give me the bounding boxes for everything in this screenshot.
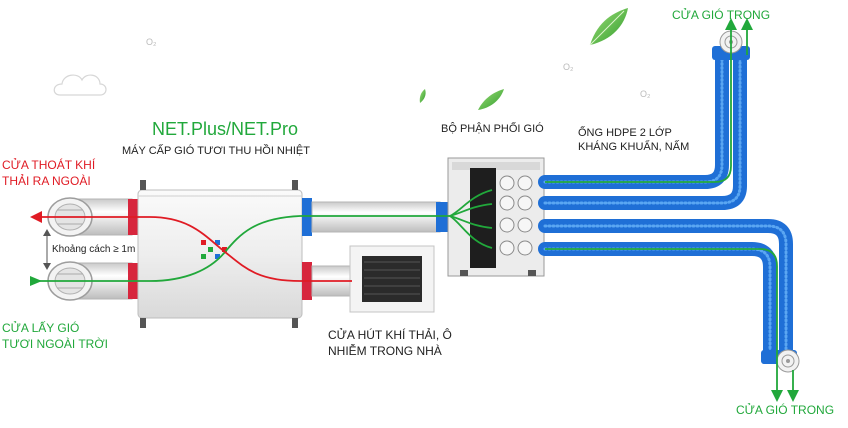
distribution-box bbox=[447, 157, 545, 277]
exhaust-outlet-label: CỬA THOÁT KHÍ THẢI RA NGOÀI bbox=[2, 158, 96, 188]
o2-mark: O₂ bbox=[640, 89, 651, 99]
leaf-icon bbox=[589, 8, 628, 46]
heat-exchanger-icon bbox=[201, 240, 227, 259]
diffuser-bottom-icon bbox=[761, 349, 800, 373]
product-subtitle: MÁY CẤP GIÓ TƯƠI THU HỒI NHIỆT bbox=[122, 145, 310, 157]
hdpe-pipes bbox=[538, 48, 793, 362]
leaf-icon bbox=[478, 89, 504, 110]
cloud-icon bbox=[53, 74, 107, 96]
room-outlet-bottom-label: CỬA GIÓ TRONG bbox=[736, 403, 835, 417]
distance-note: Khoảng cách ≥ 1m bbox=[52, 244, 136, 255]
arrow-right-icon bbox=[30, 276, 42, 286]
arrow-down-icon bbox=[771, 390, 783, 402]
return-grille-icon bbox=[349, 245, 435, 313]
pipe-label: ỐNG HDPE 2 LỚP KHÁNG KHUẨN, NẤM bbox=[578, 127, 690, 154]
distance-marker bbox=[43, 229, 51, 270]
fresh-intake-label: CỬA LẤY GIÓ TƯƠI NGOÀI TRỜI bbox=[2, 321, 108, 351]
return-intake-label: CỬA HÚT KHÍ THẢI, Ô NHIỄM TRONG NHÀ bbox=[328, 328, 452, 358]
exhaust-air-flow bbox=[40, 216, 352, 282]
leaf-icon bbox=[419, 89, 426, 103]
supply-duct bbox=[302, 198, 450, 236]
arrow-up-icon bbox=[725, 18, 737, 30]
arrow-down-icon bbox=[787, 390, 799, 402]
product-title: NET.Plus/NET.Pro bbox=[152, 119, 299, 139]
room-outlet-top-label: CỬA GIÓ TRONG bbox=[672, 8, 771, 22]
distributor-label: BỘ PHẬN PHỐI GIÓ bbox=[441, 123, 544, 135]
o2-mark: O₂ bbox=[146, 37, 157, 47]
arrow-up-icon bbox=[741, 18, 753, 30]
arrow-left-icon bbox=[30, 211, 42, 223]
o2-mark: O₂ bbox=[563, 62, 574, 72]
